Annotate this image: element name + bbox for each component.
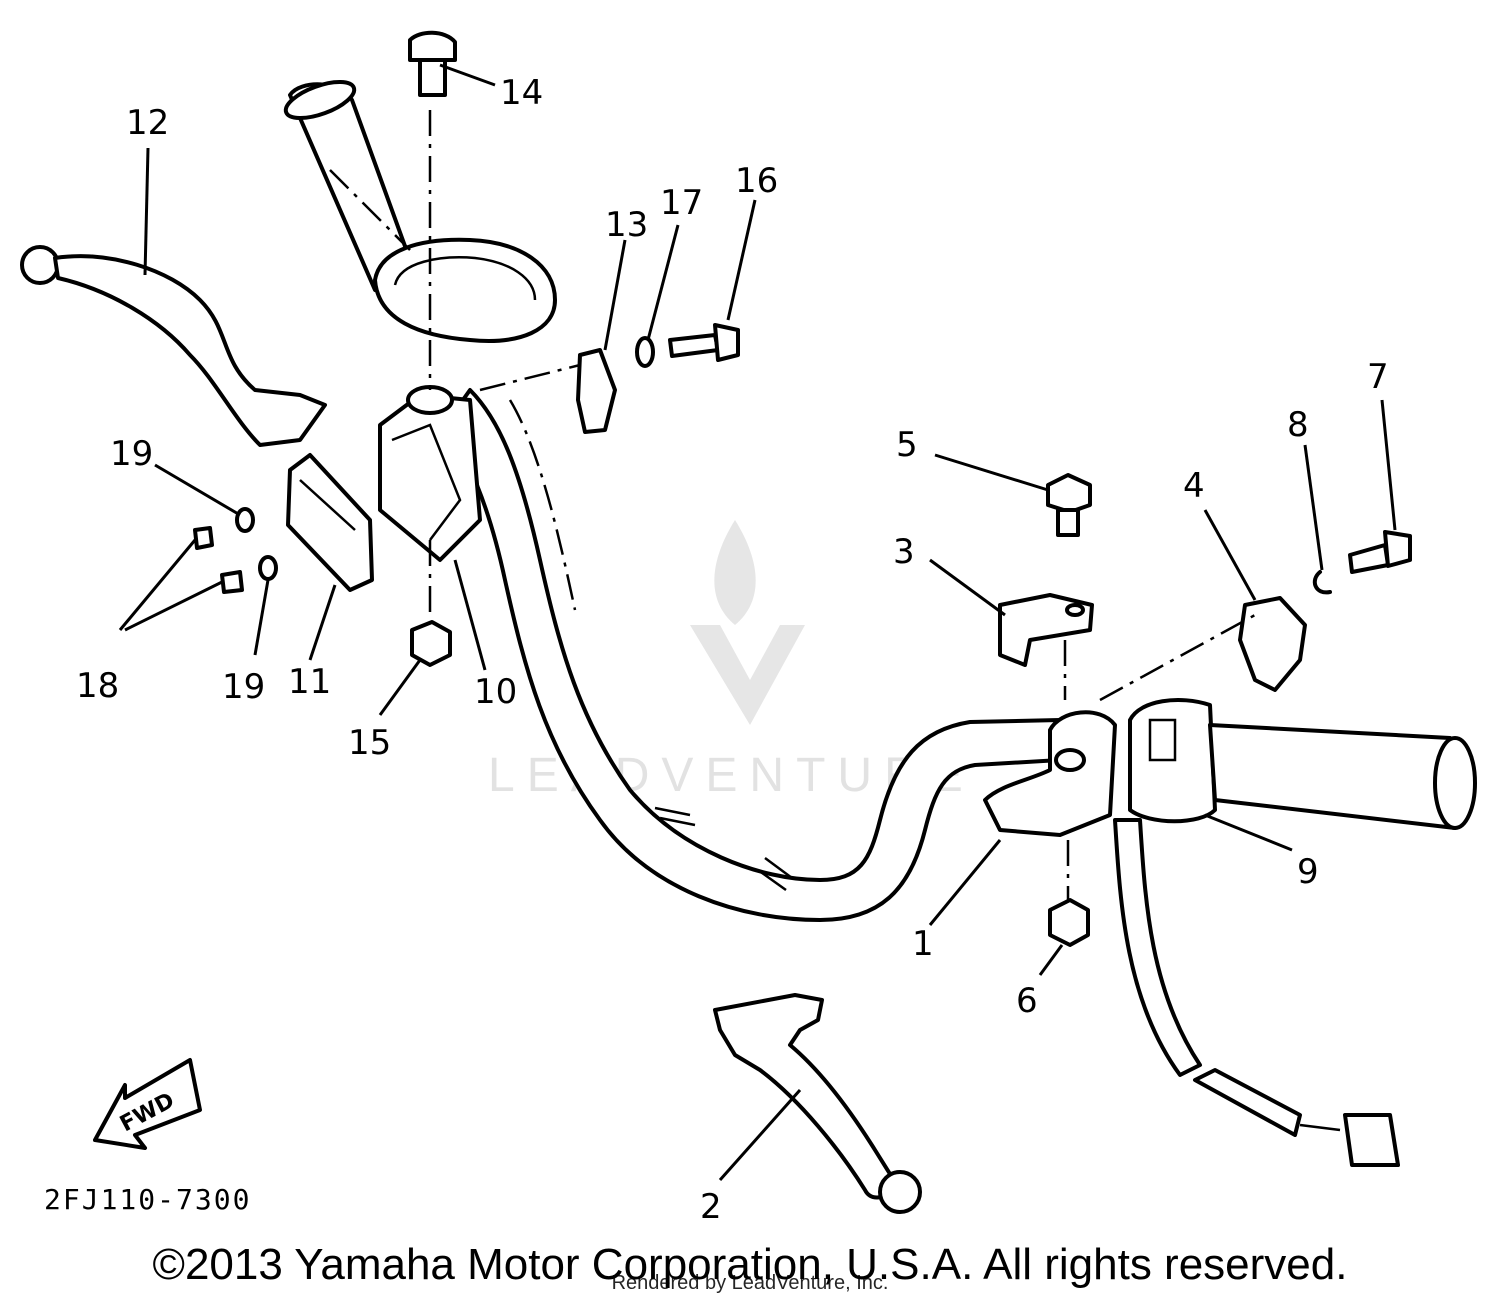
label-13: 13 xyxy=(605,205,648,245)
label-16: 16 xyxy=(735,161,778,201)
label-14: 14 xyxy=(500,73,543,113)
label-5: 5 xyxy=(896,425,918,465)
label-2: 2 xyxy=(700,1187,722,1227)
part-12-lever xyxy=(20,245,327,447)
part-19-washers xyxy=(235,507,278,581)
axis-line-13 xyxy=(479,363,581,392)
label-8: 8 xyxy=(1287,405,1309,445)
part-13-clamp xyxy=(576,348,617,434)
label-10: 10 xyxy=(474,672,517,712)
part-4-clamp xyxy=(1099,596,1307,702)
part-labels: 1 2 3 4 5 6 7 8 9 10 11 12 13 14 15 16 1… xyxy=(76,73,1389,1227)
diagram-code: 2FJ110-7300 xyxy=(44,1183,252,1216)
part-17-washer xyxy=(635,336,655,368)
part-11-cover xyxy=(286,453,374,592)
part-14-bolt xyxy=(408,30,457,390)
label-19-upper: 19 xyxy=(110,434,153,474)
label-11: 11 xyxy=(288,662,331,702)
part-9-switch-housing xyxy=(1128,698,1217,824)
part-7-bolt xyxy=(1348,530,1412,574)
label-4: 4 xyxy=(1183,466,1205,506)
leader-lines xyxy=(118,63,1397,1181)
label-1: 1 xyxy=(912,924,934,964)
label-3: 3 xyxy=(893,532,915,572)
fwd-arrow: FWD xyxy=(93,1058,202,1150)
label-12: 12 xyxy=(126,103,169,143)
copyright-notice: ©2013 Yamaha Motor Corporation, U.S.A. A… xyxy=(152,1240,1348,1289)
right-grip xyxy=(1208,723,1477,830)
rendered-by-notice: Rendered by LeadVenture, Inc. xyxy=(611,1272,889,1294)
part-16-bolt xyxy=(668,323,740,362)
throttle-assembly xyxy=(283,79,557,343)
part-15-nut xyxy=(410,540,452,667)
label-9: 9 xyxy=(1297,852,1319,892)
label-17: 17 xyxy=(660,183,703,223)
part-2-lever xyxy=(713,993,922,1214)
label-7: 7 xyxy=(1367,357,1389,397)
label-18: 18 xyxy=(76,666,119,706)
part-6-nut xyxy=(1048,840,1090,947)
label-19-lower: 19 xyxy=(222,667,265,707)
part-8-washer xyxy=(1312,570,1332,595)
part-3-bracket xyxy=(998,593,1094,700)
part-18-screws xyxy=(193,526,244,594)
label-15: 15 xyxy=(348,723,391,763)
switch-wiring xyxy=(1113,818,1400,1167)
part-1-holder xyxy=(983,710,1117,837)
handlebar-tube xyxy=(443,388,1062,922)
part-10-lever-holder xyxy=(378,385,482,562)
label-6: 6 xyxy=(1016,981,1038,1021)
part-5-bolt xyxy=(1046,473,1092,537)
